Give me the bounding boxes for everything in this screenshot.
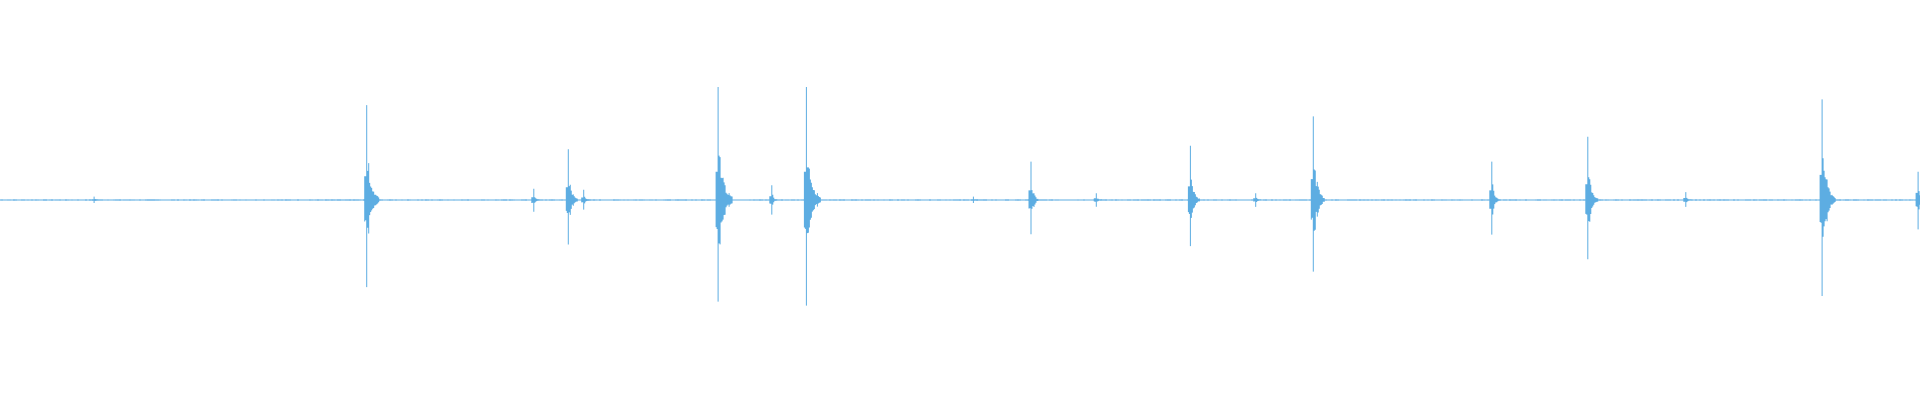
waveform-spike — [565, 149, 578, 245]
waveform-spike — [970, 196, 978, 203]
waveform-spike — [1915, 171, 1920, 230]
waveform-spike — [581, 189, 590, 210]
waveform-spike — [769, 185, 778, 215]
waveform-spike — [1683, 192, 1692, 207]
waveform-spike — [1585, 136, 1599, 260]
waveform-spike — [1028, 161, 1039, 235]
waveform-spike — [1819, 99, 1836, 296]
waveform-spike — [1310, 116, 1325, 272]
waveform-spike — [364, 105, 380, 288]
waveform-spike — [803, 87, 821, 306]
waveform-spike — [1253, 193, 1262, 207]
waveform-spike — [1187, 145, 1200, 247]
waveform-marks — [0, 87, 1920, 306]
waveform-spike — [91, 196, 99, 203]
waveform-spike — [531, 188, 540, 212]
waveform-spike — [1093, 193, 1102, 207]
waveform-spike — [715, 87, 733, 302]
waveform-spike — [1489, 161, 1500, 235]
